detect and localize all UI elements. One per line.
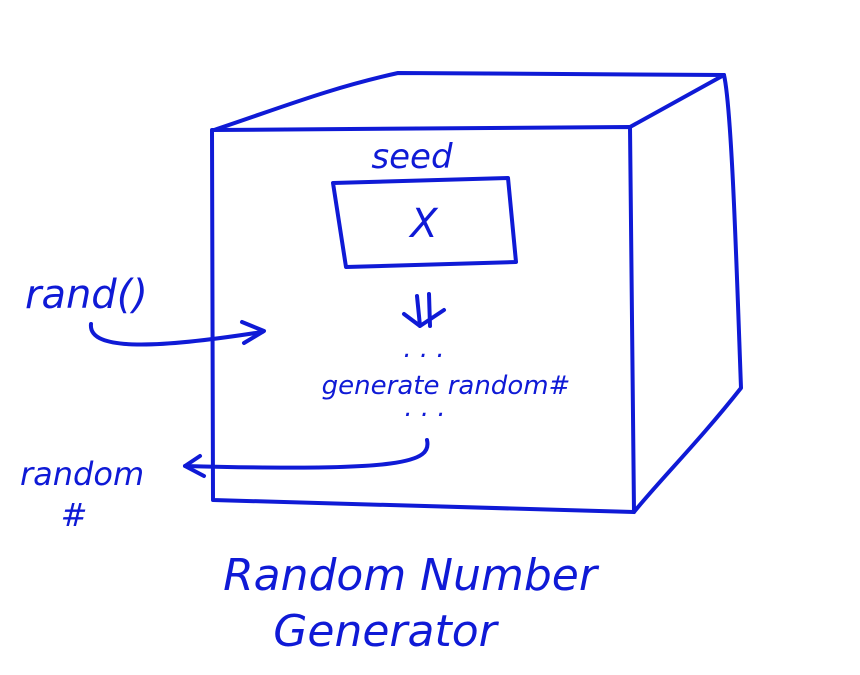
output-arrowhead-icon bbox=[183, 454, 206, 478]
caption-line2: Generator bbox=[273, 606, 499, 657]
box-top-face bbox=[212, 71, 726, 132]
output-label-line2: # bbox=[61, 496, 88, 534]
seed-box bbox=[331, 176, 518, 269]
input-arrowhead-icon bbox=[240, 320, 266, 345]
process-label: generate random# bbox=[322, 371, 571, 401]
ellipsis-top: . . . bbox=[403, 334, 444, 364]
input-arrow bbox=[88, 322, 264, 347]
seed-label: seed bbox=[371, 137, 453, 177]
caption-line1: Random Number bbox=[223, 550, 600, 601]
input-label: rand() bbox=[25, 272, 148, 318]
ellipsis-bottom: . . . bbox=[404, 393, 445, 423]
output-label-line1: random bbox=[20, 455, 144, 493]
output-arrow bbox=[183, 438, 430, 470]
seed-value: X bbox=[408, 201, 439, 247]
down-arrow-icon bbox=[402, 292, 446, 328]
box-side-face bbox=[632, 73, 743, 514]
